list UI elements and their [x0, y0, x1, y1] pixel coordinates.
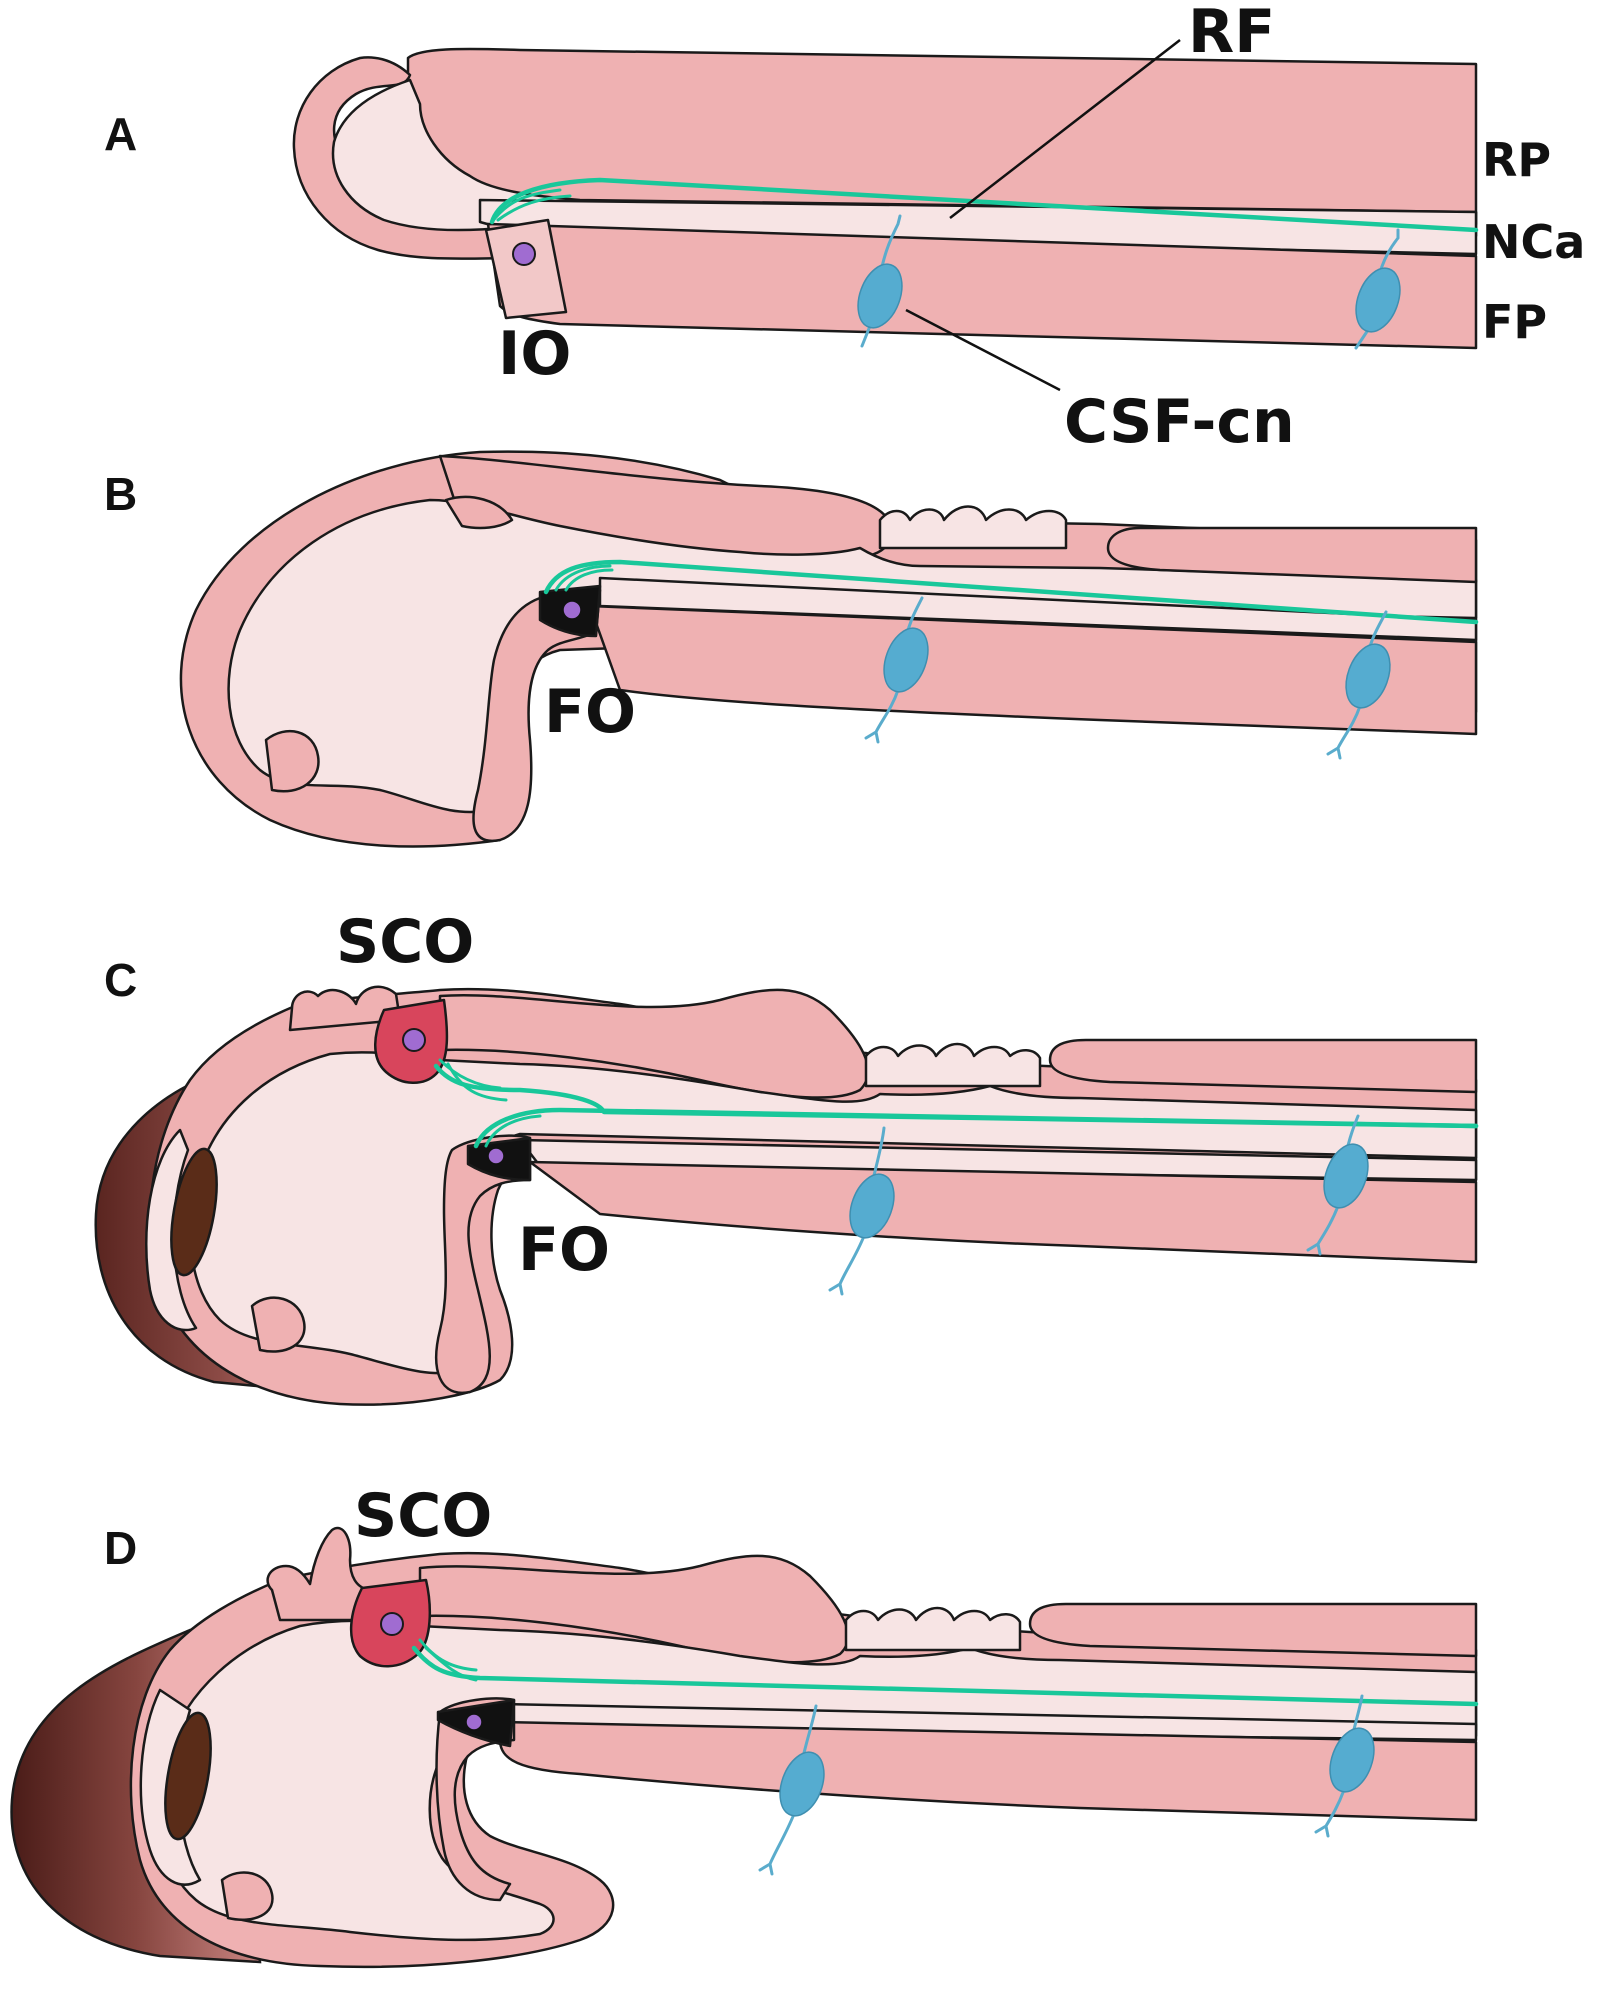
reissner-fiber-origin-a2 [496, 194, 572, 222]
secretory-cell-nucleus-icon [487, 1147, 505, 1165]
floor-plate-b [588, 604, 1478, 736]
label-fo-c: FO [518, 1215, 610, 1285]
dorsal-bumps-c [288, 985, 402, 1032]
reissner-fiber-origin-a [490, 188, 562, 224]
floor-plate-c [528, 1160, 1478, 1264]
label-csf-cn: CSF-cn [1064, 387, 1295, 457]
panel-label-c: C [104, 954, 137, 1006]
csf-contacting-neuron-icon [1306, 1114, 1377, 1256]
reissner-fiber-origin-c2 [446, 1062, 508, 1102]
reissner-fiber-origin-d2 [424, 1646, 478, 1682]
eye-icon [164, 1711, 212, 1841]
infundibular-organ [484, 218, 568, 320]
floor-plate-d [498, 1720, 1478, 1822]
reissner-fiber-origin-b [554, 564, 612, 592]
reissner-fiber-b [543, 559, 1479, 625]
roof-plate-c [1048, 1038, 1478, 1094]
csf-contacting-neuron-icon [849, 214, 911, 348]
reissner-fiber-c [433, 1063, 1479, 1129]
reissner-fiber-origin-d [418, 1638, 478, 1672]
csf-cn-pointer-line [905, 308, 1061, 392]
ventral-flexure-d [435, 1697, 516, 1902]
secretory-cell-nucleus-icon [402, 1028, 426, 1052]
roof-plate-d [1028, 1602, 1478, 1658]
label-rf: RF [1188, 0, 1275, 67]
label-rp: RP [1482, 133, 1551, 187]
panel-label-a: A [104, 108, 137, 160]
label-sco-d: SCO [354, 1481, 492, 1551]
panel-d: D SCO [10, 1481, 1479, 1969]
label-fo-b: FO [544, 677, 636, 747]
dorsal-pocket-b [444, 495, 514, 530]
dorsal-bumps-b [878, 505, 1068, 550]
panel-c: C SCO FO [94, 907, 1479, 1406]
ventral-flexure-b [472, 588, 602, 843]
dorsal-protrusion-d [266, 1526, 382, 1622]
csf-contacting-neuron-icon [864, 596, 937, 744]
reissner-fiber-origin-b2 [564, 568, 614, 592]
panel-label-b: B [104, 468, 137, 520]
label-fp: FP [1482, 295, 1547, 349]
panel-label-d: D [104, 1522, 137, 1574]
roof-plate-b [1106, 526, 1478, 584]
floor-plate-a [486, 222, 1478, 350]
reissner-fiber-origin-c [438, 1058, 502, 1090]
central-canal-c [518, 1138, 1478, 1182]
csf-contacting-neuron-icon [1314, 1694, 1383, 1838]
eye-icon [170, 1147, 218, 1277]
secretory-cell-nucleus-icon [562, 600, 582, 620]
label-nca: NCa [1482, 215, 1585, 269]
reissner-fiber-fo-c [473, 1107, 1479, 1149]
csf-contacting-neuron-icon [758, 1704, 833, 1876]
dorsal-scallops-c [864, 1042, 1042, 1088]
csf-contacting-neuron-icon [828, 1126, 903, 1296]
label-sco-c: SCO [336, 907, 474, 977]
dorsal-scallops-d [844, 1606, 1022, 1652]
reissner-fiber-a [489, 177, 1479, 233]
ventral-pocket-b [264, 730, 320, 793]
ventral-pocket-c [250, 1296, 306, 1353]
panel-b: B FO [104, 450, 1479, 848]
label-io: IO [498, 319, 571, 389]
rf-pointer-line [949, 39, 1181, 219]
secretory-cell-nucleus-icon [380, 1612, 404, 1636]
reissner-fiber-origin-c3 [484, 1114, 542, 1148]
csf-contacting-neuron-icon [1326, 610, 1399, 760]
csf-contacting-neuron-icon [1347, 228, 1409, 350]
secretory-cell-nucleus-icon [512, 242, 536, 266]
secretory-cell-nucleus-icon [465, 1713, 483, 1731]
panel-a: A RF RP NCa FP IO CSF-cn [104, 0, 1585, 457]
reissner-fiber-d [411, 1645, 1479, 1707]
ventral-pocket-d [220, 1871, 274, 1921]
head-tissue-a [292, 56, 522, 260]
